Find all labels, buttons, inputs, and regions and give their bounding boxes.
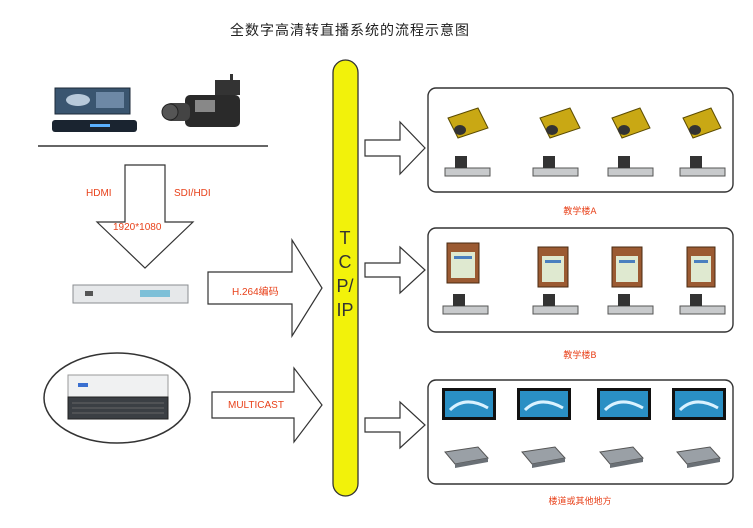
set-top-box-icon — [599, 446, 644, 468]
sdi-label: SDI/HDI — [174, 188, 211, 199]
page-title: 全数字高清转直播系统的流程示意图 — [230, 23, 470, 39]
decoder-box-icon — [532, 294, 579, 315]
set-top-box-icon — [444, 446, 489, 468]
bus-letter-ip: IP — [336, 300, 354, 320]
multicast-arrow — [211, 366, 323, 444]
projection-screen-icon — [686, 246, 716, 288]
panel-c — [427, 379, 734, 485]
projection-screen-icon — [446, 242, 480, 284]
tv-display-icon — [517, 388, 571, 420]
panel-b-caption: 教学楼B — [563, 351, 597, 361]
panel-a — [427, 87, 734, 193]
multicast-label: MULTICAST — [228, 400, 284, 411]
server-device-icon — [67, 374, 169, 420]
projector-icon — [611, 107, 651, 139]
projector-icon — [447, 107, 489, 139]
panel-c-caption: 楼道或其他地方 — [548, 497, 612, 507]
bus-letter-t: T — [339, 228, 351, 248]
projection-screen-icon — [537, 246, 569, 288]
tcpip-bus — [332, 59, 359, 497]
panel-c-arrow — [364, 400, 426, 450]
decoder-box-icon — [607, 294, 654, 315]
down-arrow — [95, 164, 195, 269]
panel-b-arrow — [364, 245, 426, 295]
tv-display-icon — [597, 388, 651, 420]
decoder-box-icon — [532, 156, 579, 177]
projector-icon — [682, 107, 722, 139]
hdmi-label: HDMI — [86, 188, 112, 199]
tv-display-icon — [672, 388, 726, 420]
bus-letter-p: P/ — [336, 276, 354, 296]
projector-icon — [539, 107, 581, 139]
resolution-label: 1920*1080 — [113, 222, 162, 233]
panel-a-arrow — [364, 120, 426, 176]
set-top-box-icon — [521, 446, 566, 468]
decoder-box-icon — [679, 156, 726, 177]
projection-screen-icon — [611, 246, 643, 288]
decoder-box-icon — [444, 156, 491, 177]
encoder-device-icon — [72, 284, 189, 304]
decoder-box-icon — [607, 156, 654, 177]
decoder-box-icon — [442, 294, 489, 315]
tv-display-icon — [442, 388, 496, 420]
panel-b — [427, 227, 734, 333]
h264-arrow — [207, 237, 323, 339]
set-top-box-icon — [676, 446, 721, 468]
bus-letter-c: C — [338, 252, 352, 272]
bluray-player-icon — [52, 87, 137, 132]
decoder-box-icon — [679, 294, 726, 315]
h264-label: H.264编码 — [232, 287, 279, 298]
panel-a-caption: 教学楼A — [563, 207, 597, 217]
video-camera-icon — [161, 74, 240, 127]
